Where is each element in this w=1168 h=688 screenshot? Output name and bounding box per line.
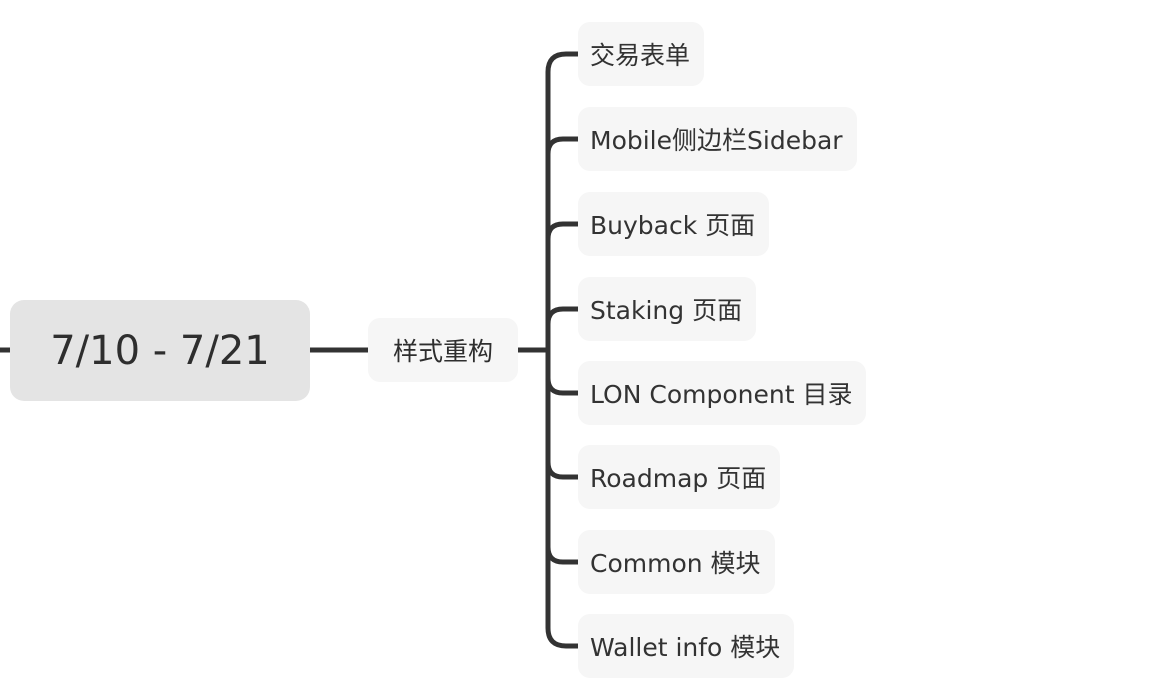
leaf-node[interactable]: 交易表单 (578, 22, 705, 86)
leaf-node[interactable]: Staking 页面 (578, 277, 757, 341)
leaf-node[interactable]: Roadmap 页面 (578, 445, 781, 509)
leaf-node[interactable]: Wallet info 模块 (578, 614, 795, 678)
branch-node-label: 样式重构 (392, 337, 493, 366)
leaf-node-label: LON Component 目录 (590, 380, 853, 409)
branch-node[interactable]: 样式重构 (368, 318, 518, 382)
leaf-node[interactable]: Common 模块 (578, 530, 775, 594)
connector-tick-leaf-4 (545, 306, 578, 325)
connector-tick-leaf-5 (545, 377, 578, 396)
leaf-node[interactable]: LON Component 目录 (578, 361, 867, 425)
leaf-node-label: Roadmap 页面 (590, 464, 767, 493)
leaf-node-label: Wallet info 模块 (590, 633, 781, 662)
leaf-node[interactable]: Mobile侧边栏Sidebar (578, 107, 857, 171)
connector-spine (545, 51, 578, 649)
connector-tick-leaf-3 (545, 221, 578, 240)
leaf-node-label: 交易表单 (590, 41, 691, 70)
root-node[interactable]: 7/10 - 7/21 (10, 300, 310, 401)
leaf-node-label: Mobile侧边栏Sidebar (590, 126, 843, 155)
root-node-label: 7/10 - 7/21 (50, 327, 270, 374)
leaf-node-label: Common 模块 (590, 549, 761, 578)
leaf-node-label: Staking 页面 (590, 296, 743, 325)
leaf-node-label: Buyback 页面 (590, 211, 756, 240)
connector-tick-leaf-7 (545, 546, 578, 565)
leaf-node[interactable]: Buyback 页面 (578, 192, 770, 256)
connector-tick-leaf-6 (545, 461, 578, 480)
connector-tick-leaf-2 (545, 136, 578, 155)
